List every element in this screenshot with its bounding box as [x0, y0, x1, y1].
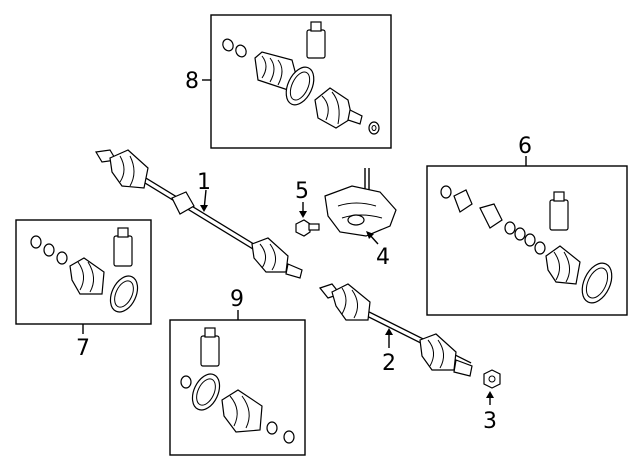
arrow-2: [385, 328, 393, 335]
callout-4: 4: [376, 245, 390, 270]
callout-5: 5: [295, 179, 309, 204]
callout-7: 7: [76, 336, 90, 361]
bolt-5[interactable]: [295, 219, 320, 237]
arrow-4: [366, 231, 374, 239]
callout-3: 3: [483, 409, 497, 434]
kit-box-8[interactable]: [210, 14, 392, 149]
callout-8: 8: [185, 69, 199, 94]
kit-box-9[interactable]: [169, 319, 306, 456]
axle-shaft-2[interactable]: [318, 283, 473, 377]
callout-6: 6: [518, 134, 532, 159]
arrow-5: [299, 211, 307, 218]
axle-shaft-1[interactable]: [95, 149, 303, 279]
callout-2: 2: [382, 351, 396, 376]
kit-box-6[interactable]: [426, 165, 628, 316]
callout-9: 9: [230, 287, 244, 312]
kit-box-7[interactable]: [15, 219, 152, 325]
axle-nut-3[interactable]: [483, 369, 501, 389]
callout-1: 1: [197, 170, 211, 195]
arrow-1: [200, 205, 208, 212]
arrow-3: [486, 391, 494, 398]
support-bracket-4[interactable]: [324, 168, 397, 237]
